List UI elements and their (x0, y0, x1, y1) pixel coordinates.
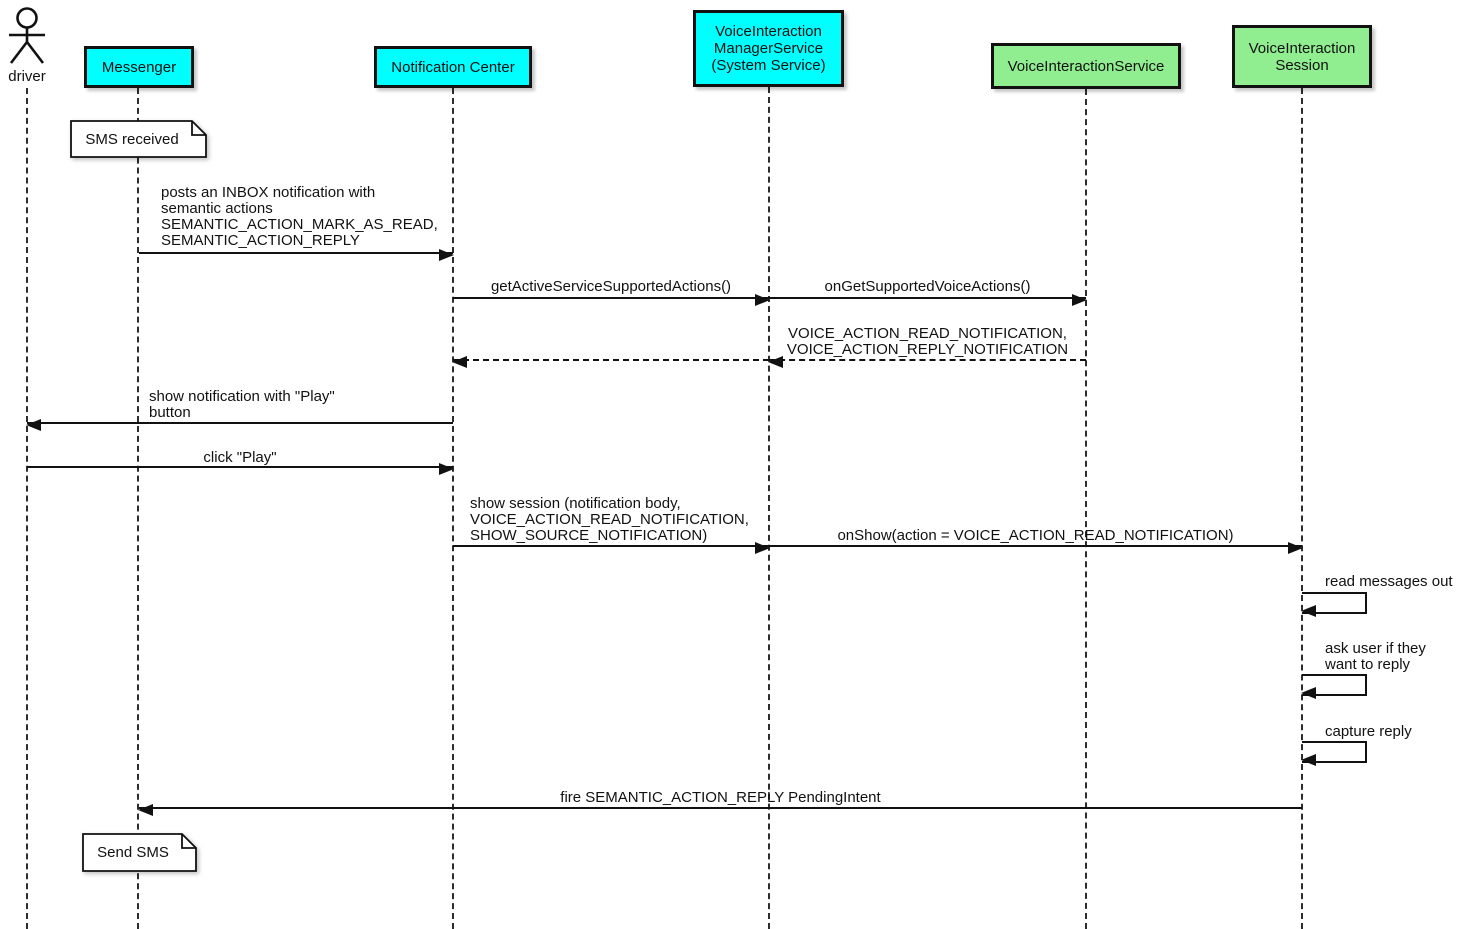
arrowhead-icon (439, 249, 454, 261)
note-shape (70, 120, 207, 158)
note-send-sms: Send SMS (82, 833, 197, 872)
lifeline-driver (26, 88, 28, 929)
actor-driver-label: driver (8, 68, 46, 85)
arrowhead-icon (138, 804, 153, 816)
message-label-click-play: click "Play" (203, 449, 277, 466)
message-label-show-session: show session (notification body, VOICE_A… (470, 495, 749, 544)
note-shape (82, 833, 197, 872)
note-sms-received-label: SMS received (85, 130, 179, 148)
arrowhead-icon (1301, 687, 1316, 699)
arrowhead-icon (1301, 605, 1316, 617)
message-label-capture-reply: capture reply (1325, 723, 1412, 740)
message-arrow-click-play (27, 463, 454, 475)
arrowhead-icon (1288, 542, 1303, 554)
participant-voice-interaction-manager-service: VoiceInteraction ManagerService (System … (693, 10, 844, 87)
message-label-show-notification: show notification with "Play" button (149, 388, 335, 421)
message-arrow-show-notification (26, 419, 453, 431)
message-arrow-on-get-supported-voice-actions (769, 294, 1087, 306)
participant-voice-interaction-session: VoiceInteraction Session (1232, 25, 1372, 88)
arrowhead-icon (755, 294, 770, 306)
message-label-get-active-service-supported-actions: getActiveServiceSupportedActions() (490, 278, 732, 295)
message-self-arrow-ask-user-reply (1301, 674, 1367, 699)
note-send-sms-label: Send SMS (97, 844, 169, 861)
message-label-read-messages-out: read messages out (1325, 573, 1453, 590)
message-self-arrow-read-messages-out (1301, 592, 1367, 617)
message-arrow-on-show (769, 542, 1303, 554)
message-label-fire-pending-intent: fire SEMANTIC_ACTION_REPLY PendingIntent (560, 789, 881, 806)
arrowhead-icon (768, 356, 783, 368)
lifeline-notification-center (452, 88, 454, 929)
person-icon (9, 7, 45, 64)
message-label-on-show: onShow(action = VOICE_ACTION_READ_NOTIFI… (837, 527, 1234, 544)
message-label-ask-user-reply: ask user if they want to reply (1325, 640, 1426, 673)
message-arrow-get-active-service-supported-actions (453, 294, 770, 306)
arrowhead-icon (1072, 294, 1087, 306)
message-arrow-supported-actions-return (768, 356, 1086, 368)
participant-notification-center: Notification Center (374, 46, 532, 88)
message-label-on-get-supported-voice-actions: onGetSupportedVoiceActions() (824, 278, 1031, 295)
actor-driver: driver (0, 0, 54, 88)
participant-messenger: Messenger (84, 46, 194, 88)
arrowhead-icon (755, 542, 770, 554)
lifeline-messenger (137, 88, 139, 929)
message-arrow-fire-pending-intent (138, 804, 1302, 816)
message-label-post-inbox-notification: posts an INBOX notification with semanti… (161, 184, 438, 249)
lifeline-voice-interaction-manager-service (768, 87, 770, 929)
note-sms-received: SMS received (70, 120, 207, 158)
message-label-supported-actions-return: VOICE_ACTION_READ_NOTIFICATION, VOICE_AC… (786, 325, 1069, 358)
message-arrow-show-session (453, 542, 770, 554)
arrowhead-icon (439, 463, 454, 475)
participant-voice-interaction-service: VoiceInteractionService (991, 43, 1181, 89)
message-arrow-supported-actions-return-relay (452, 356, 769, 368)
lifeline-voice-interaction-service (1085, 89, 1087, 929)
arrowhead-icon (26, 419, 41, 431)
arrowhead-icon (1301, 754, 1316, 766)
message-arrow-post-inbox-notification (139, 249, 454, 261)
message-self-arrow-capture-reply (1301, 741, 1367, 766)
lifeline-voice-interaction-session (1301, 88, 1303, 929)
arrowhead-icon (452, 356, 467, 368)
